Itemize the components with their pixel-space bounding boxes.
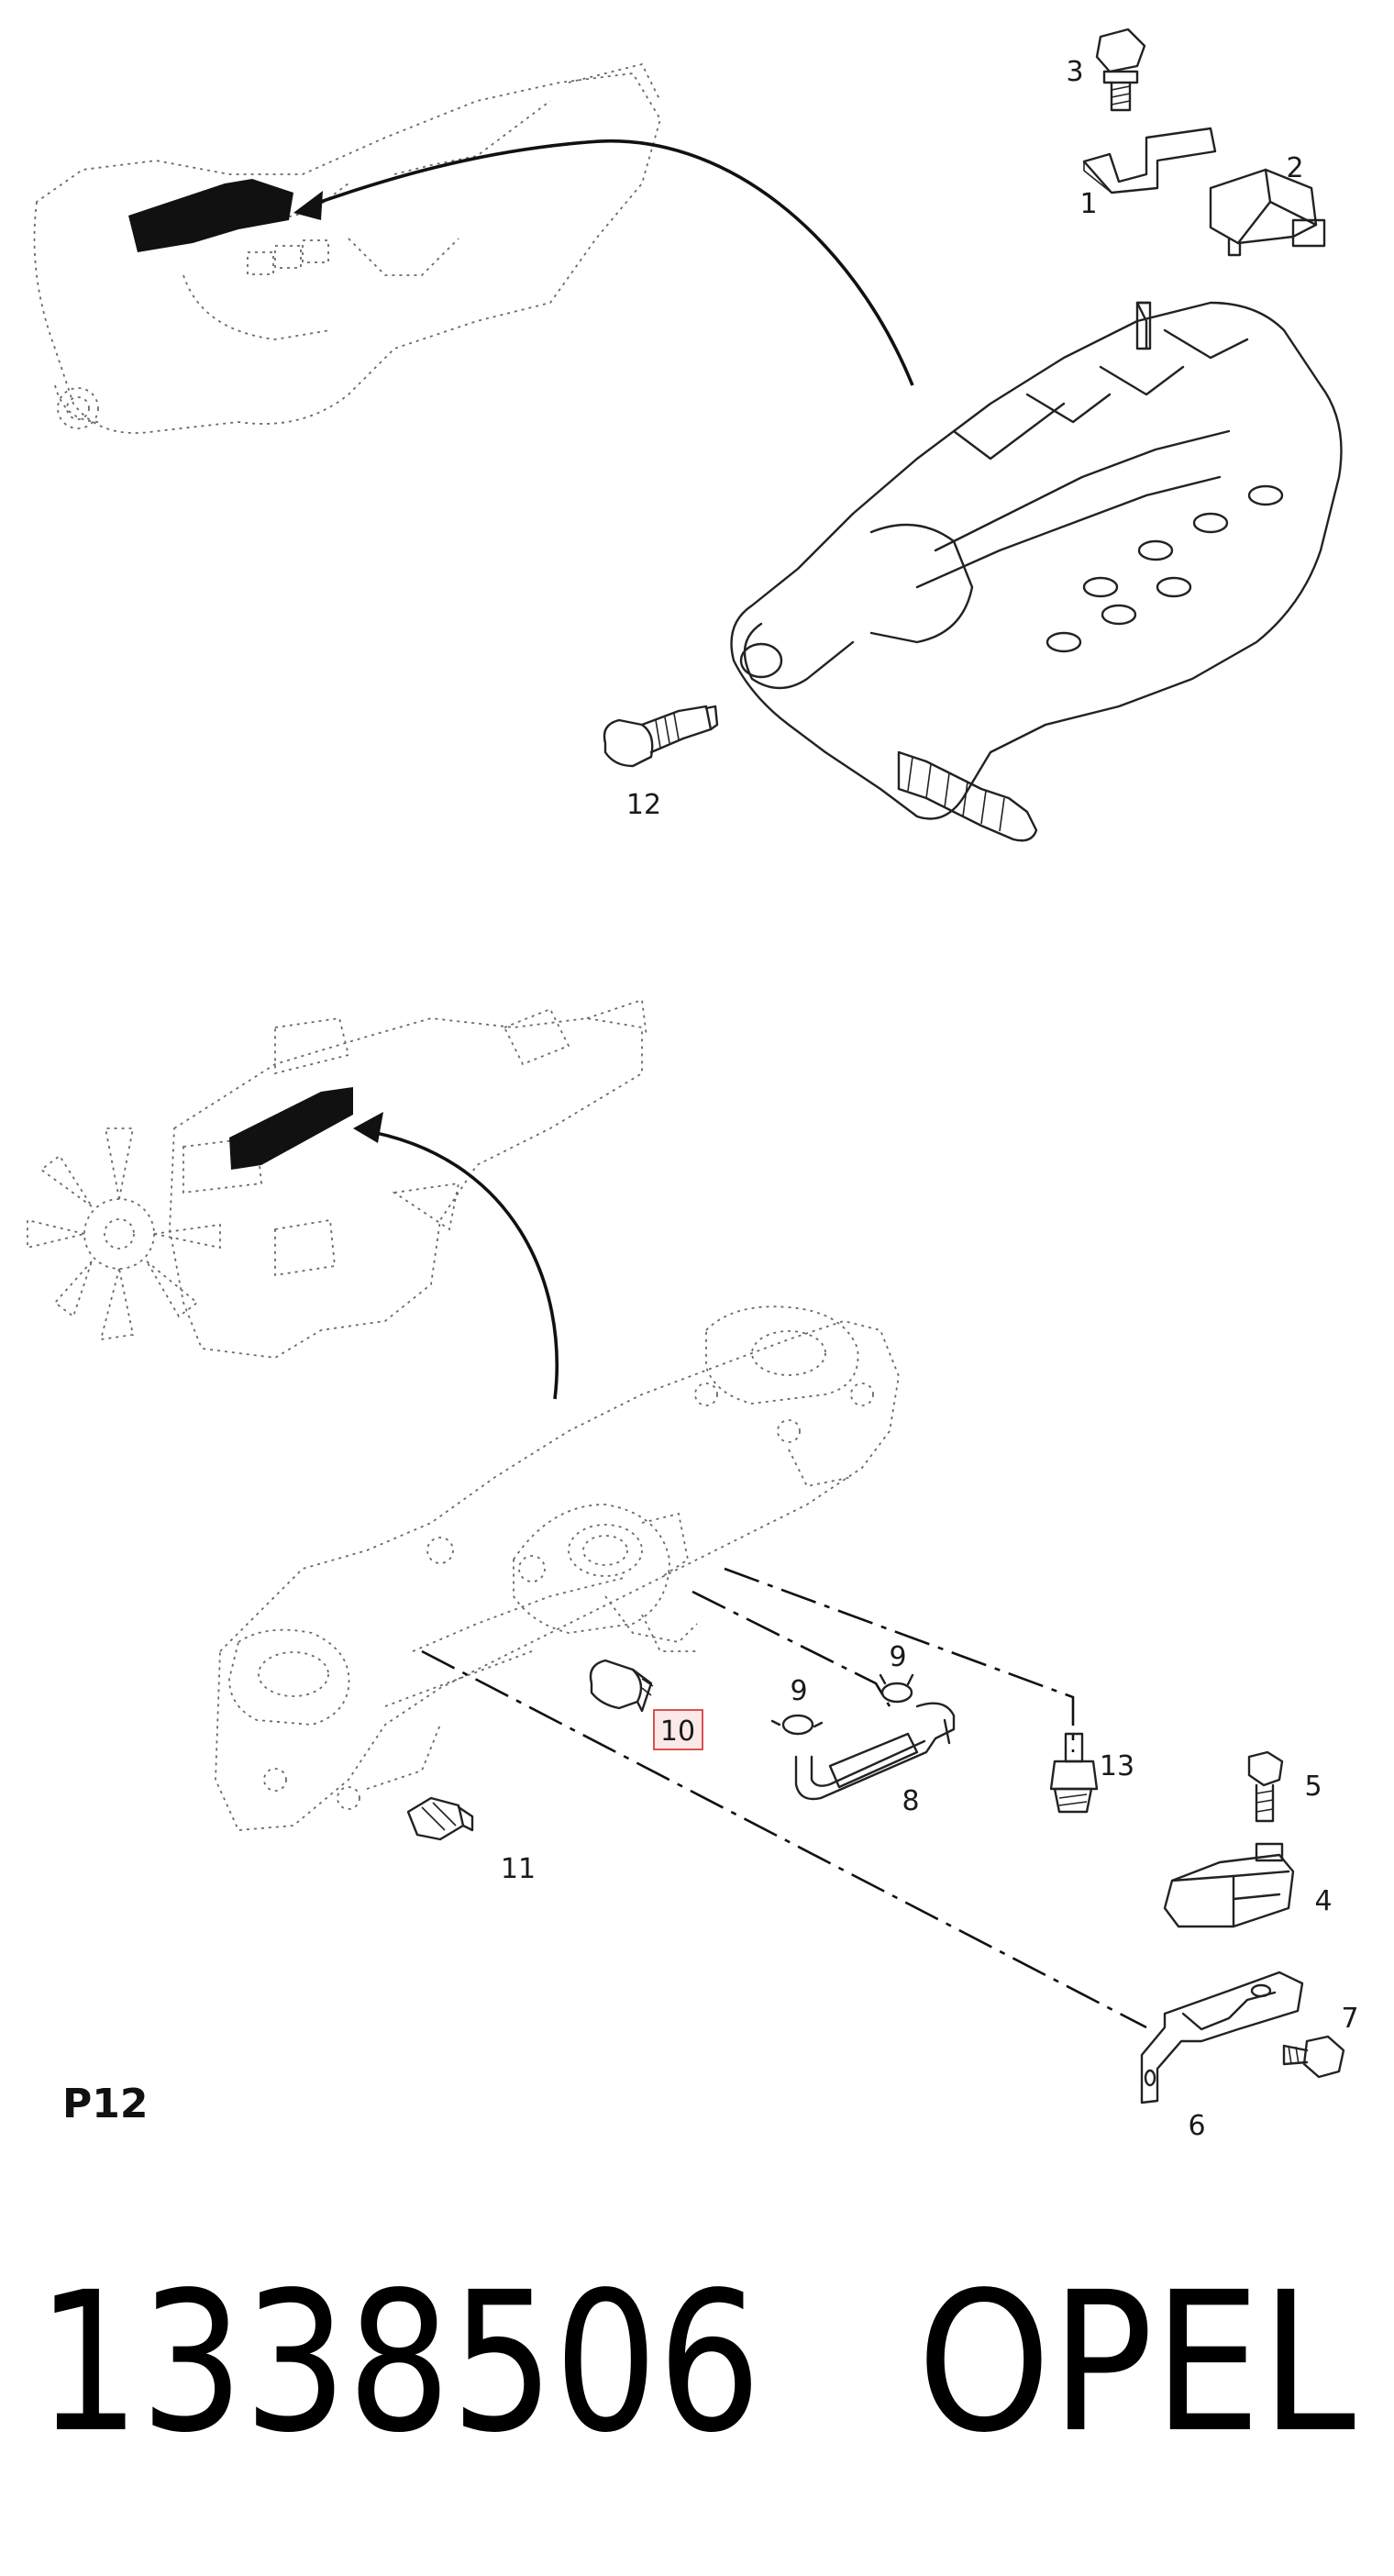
part-6-bracket [1140, 1971, 1304, 2104]
callout-13: 13 [1100, 1750, 1134, 1782]
callout-10-highlight [653, 1709, 703, 1750]
engine-top-illustration [33, 62, 914, 434]
callout-6: 6 [1188, 2110, 1205, 2142]
callout-5: 5 [1304, 1771, 1322, 1803]
part-9-clamp-lower [770, 1714, 824, 1736]
part-number: 1338506 [37, 2250, 761, 2475]
intake-manifold-illustration [730, 301, 1343, 842]
callout-9-upper: 9 [889, 1641, 906, 1673]
callout-10: 10 [660, 1715, 695, 1748]
part-4-sensor [1163, 1842, 1295, 1928]
callout-9-lower: 9 [790, 1675, 807, 1707]
engine-bottom-illustration [27, 998, 647, 1400]
part-12-sensor [603, 705, 719, 768]
part-3-bolt [1095, 28, 1146, 112]
callout-11: 11 [501, 1853, 536, 1885]
callout-2: 2 [1286, 152, 1303, 184]
callout-3: 3 [1066, 56, 1083, 88]
section-label: P12 [62, 2081, 148, 2127]
callout-4: 4 [1314, 1885, 1332, 1917]
part-7-bolt [1282, 2035, 1345, 2079]
engine-fan [27, 1127, 221, 1341]
part-2-sensor [1209, 168, 1326, 257]
brand-name: OPEL [917, 2250, 1355, 2475]
exhaust-manifold-illustration [215, 1305, 900, 1831]
part-11-sensor [406, 1796, 474, 1841]
part-9-clamp-upper [879, 1673, 914, 1704]
part-10-sensor [589, 1659, 654, 1713]
manifold-ports [1046, 484, 1284, 653]
callout-12: 12 [626, 789, 661, 821]
callout-1: 1 [1079, 188, 1097, 220]
leader-lines [421, 1567, 1147, 2029]
part-1-bracket [1082, 127, 1217, 194]
part-5-bolt [1247, 1750, 1284, 1823]
part-13-sensor [1049, 1732, 1099, 1814]
callout-7: 7 [1341, 2003, 1358, 2035]
callout-8: 8 [902, 1785, 919, 1817]
part-8-hose [794, 1702, 956, 1801]
